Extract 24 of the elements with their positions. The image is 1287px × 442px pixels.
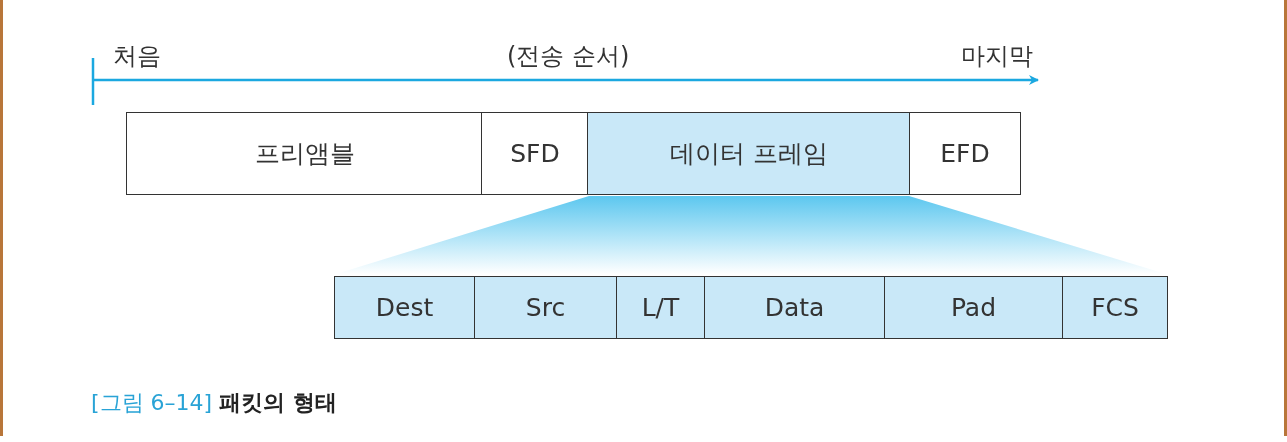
field-cell	[126, 112, 483, 195]
field-name: L/T	[641, 293, 680, 322]
field-cell	[616, 276, 705, 339]
field-cell	[1062, 276, 1168, 339]
field-name: EFD	[940, 139, 990, 168]
direction-label: (전송 순서)	[507, 41, 630, 72]
direction-label: 처음	[113, 41, 161, 72]
field-cell	[587, 112, 911, 195]
field-cell	[474, 276, 617, 339]
field-name: 프리앰블	[254, 138, 355, 170]
field-cell	[481, 112, 589, 195]
field-cell	[334, 276, 475, 339]
figure-caption: [그림 6–14] 패킷의 형태	[91, 389, 337, 417]
field-name: 데이터 프레임	[670, 138, 828, 170]
field-name: SFD	[510, 139, 560, 168]
field-name: Src	[525, 293, 566, 322]
field-name: Data	[764, 293, 825, 322]
field-cell	[884, 276, 1063, 339]
field-cell	[704, 276, 885, 339]
field-name: FCS	[1091, 293, 1139, 322]
field-cell	[909, 112, 1021, 195]
field-name: Dest	[375, 293, 434, 322]
field-name: Pad	[950, 293, 997, 322]
direction-label: 마지막	[961, 41, 1033, 72]
